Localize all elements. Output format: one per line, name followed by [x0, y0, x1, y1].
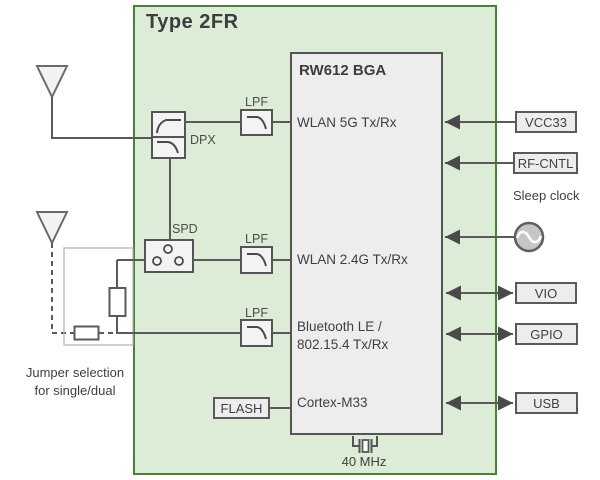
jumper-outline: [63, 247, 134, 346]
crystal-icon: [352, 436, 378, 453]
chip-block-wlan5g: WLAN 5G Tx/Rx: [297, 115, 397, 130]
vio-label: VIO: [534, 285, 558, 301]
lpf-24g-label: LPF: [245, 232, 268, 246]
interface-box-vcc33: VCC33: [515, 111, 577, 133]
jumper-note: Jumper selection for single/dual: [15, 364, 135, 400]
chip-title: RW612 BGA: [299, 62, 387, 79]
duplexer-dpx-icon: [151, 111, 186, 159]
rf-cntl-label: RF-CNTL: [517, 155, 574, 171]
chip-block-cpu: Cortex-M33: [297, 395, 368, 410]
lpf-24g-icon: [240, 246, 273, 274]
switch-spd-icon: [144, 239, 194, 273]
crystal-label: 40 MHz: [341, 454, 387, 469]
spd-label: SPD: [172, 222, 198, 236]
flash-label: FLASH: [220, 400, 263, 416]
module-title: Type 2FR: [146, 11, 239, 33]
high-pass-filter-icon: [156, 119, 181, 134]
lpf-5g-label: LPF: [245, 95, 268, 109]
jumper-resistor-horizontal-icon: [73, 325, 100, 341]
interface-box-vio: VIO: [515, 282, 577, 304]
chip-block-wlan24g: WLAN 2.4G Tx/Rx: [297, 252, 408, 267]
jumper-resistor-vertical-icon: [108, 287, 127, 317]
dpx-label: DPX: [190, 133, 216, 147]
low-pass-filter-icon: [157, 141, 179, 154]
interface-box-usb: USB: [515, 392, 578, 414]
chip-outline: [290, 52, 443, 435]
vcc33-label: VCC33: [525, 114, 567, 130]
jumper-note-line1: Jumper selection: [25, 365, 125, 380]
interface-box-gpio: GPIO: [515, 323, 578, 345]
lpf-bt-icon: [240, 319, 273, 347]
lpf-bt-label: LPF: [245, 306, 268, 320]
jumper-note-line2: for single/dual: [34, 383, 116, 398]
sleep-clock-label: Sleep clock: [513, 188, 580, 203]
flash-box: FLASH: [213, 397, 270, 419]
chip-block-bluetooth-line2: 802.15.4 Tx/Rx: [297, 337, 389, 352]
jumper-circuit: [63, 247, 145, 346]
lpf-5g-icon: [240, 109, 273, 136]
antenna-1-icon: [35, 65, 152, 139]
interface-box-rf-cntl: RF-CNTL: [513, 152, 578, 174]
usb-label: USB: [533, 395, 560, 411]
chip-block-bluetooth: Bluetooth LE / 802.15.4 Tx/Rx: [297, 318, 388, 354]
oscillator-icon: [513, 221, 545, 253]
gpio-label: GPIO: [530, 326, 563, 342]
antenna-2-icon: [35, 211, 74, 334]
chip-block-bluetooth-line1: Bluetooth LE /: [297, 319, 382, 334]
